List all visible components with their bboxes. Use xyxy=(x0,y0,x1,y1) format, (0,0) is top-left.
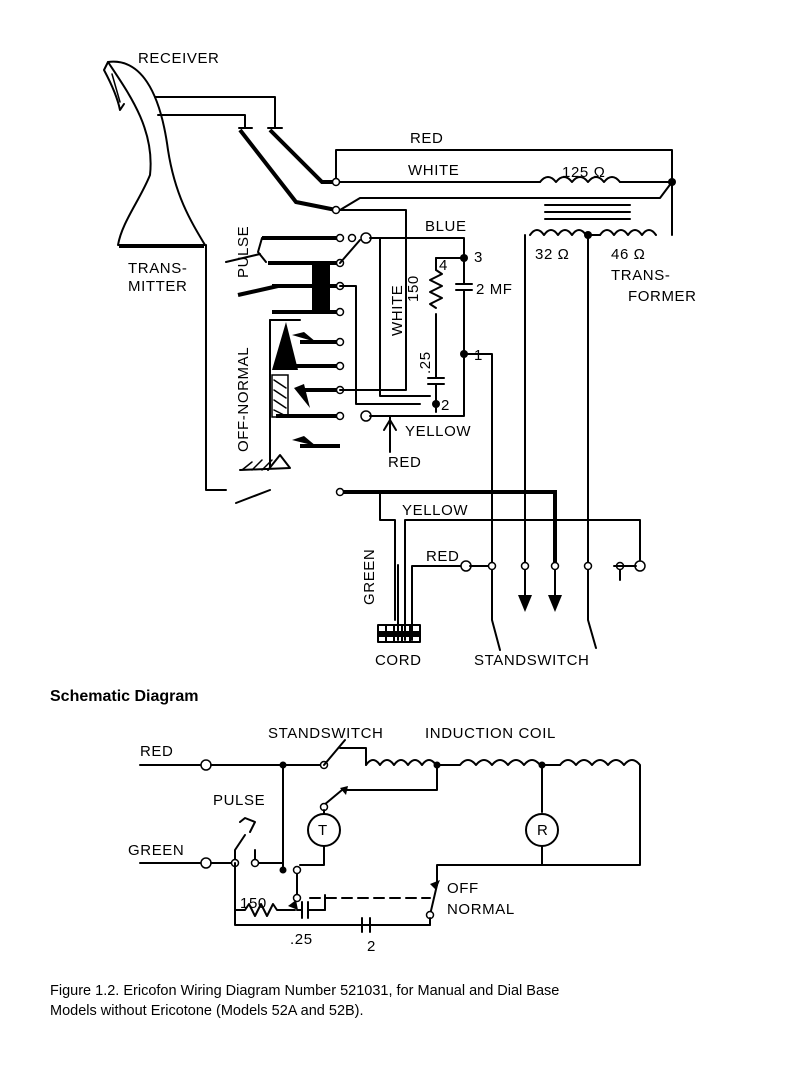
receiver-symbol-label: R xyxy=(537,822,548,839)
schematic-standswitch-label: STANDSWITCH xyxy=(268,725,383,742)
off-normal-label: OFF-NORMAL xyxy=(235,347,252,452)
schematic-pulse-label: PULSE xyxy=(213,792,265,809)
terminal-3-label: 3 xyxy=(474,249,483,266)
transmitter-label-1: TRANS- xyxy=(128,260,187,277)
figure-caption-line-1: Figure 1.2. Ericofon Wiring Diagram Numb… xyxy=(50,983,559,999)
resistance-125-label: 125 Ω xyxy=(562,164,605,181)
yellow-wire-label-2: YELLOW xyxy=(402,502,468,519)
receiver-leads xyxy=(154,96,337,212)
pulse-label: PULSE xyxy=(235,226,252,278)
coil-46-label: 46 Ω xyxy=(611,246,645,263)
schematic-cap-025-label: .25 xyxy=(290,931,313,948)
red-wire-label-2: RED xyxy=(388,454,421,471)
schematic-normal-label: NORMAL xyxy=(447,901,515,918)
figure-caption-line-2: Models without Ericotone (Models 52A and… xyxy=(50,1003,364,1019)
transmitter-label-2: MITTER xyxy=(128,278,187,295)
schematic-diagram xyxy=(139,739,641,933)
transformer xyxy=(524,204,657,566)
yellow-wire-label-1: YELLOW xyxy=(405,423,471,440)
schematic-red-label: RED xyxy=(140,743,173,760)
schematic-cap-2-label: 2 xyxy=(367,938,376,955)
red-wire-label: RED xyxy=(410,130,443,147)
cord-label: CORD xyxy=(375,652,422,669)
cap-2mf-label: 2 MF xyxy=(476,281,513,298)
network-wires xyxy=(339,209,493,566)
handset-outline xyxy=(103,60,206,248)
cap-025-label: .25 xyxy=(417,351,434,374)
schematic-off-label: OFF xyxy=(447,880,479,897)
transformer-label-2: FORMER xyxy=(628,288,697,305)
red-white-lines xyxy=(335,149,676,236)
induction-coil-label: INDUCTION COIL xyxy=(425,725,556,742)
transformer-label-1: TRANS- xyxy=(611,267,670,284)
transmitter-symbol-label: T xyxy=(318,822,328,839)
blue-wire-label: BLUE xyxy=(425,218,467,235)
cord-wires xyxy=(205,244,641,641)
red-wire-label-3: RED xyxy=(426,548,459,565)
receiver-label: RECEIVER xyxy=(138,50,220,67)
terminal-column xyxy=(331,177,372,422)
schematic-resistor-label: 150 xyxy=(240,895,267,912)
terminal-2-label: 2 xyxy=(441,397,450,414)
terminal-1-label: 1 xyxy=(474,347,483,364)
terminal-4-label: 4 xyxy=(439,257,448,274)
green-wire-label: GREEN xyxy=(361,549,378,605)
cord-plug xyxy=(377,624,421,643)
coil-32-label: 32 Ω xyxy=(535,246,569,263)
resistor-150-label: 150 xyxy=(405,275,422,302)
schematic-heading: Schematic Diagram xyxy=(50,688,199,705)
standswitch-label: STANDSWITCH xyxy=(474,652,589,669)
white-vertical-label: WHITE xyxy=(389,285,406,336)
dial-contact-block xyxy=(225,236,340,471)
standswitch-contacts xyxy=(487,560,646,651)
white-wire-label: WHITE xyxy=(408,162,459,179)
schematic-green-label: GREEN xyxy=(128,842,184,859)
